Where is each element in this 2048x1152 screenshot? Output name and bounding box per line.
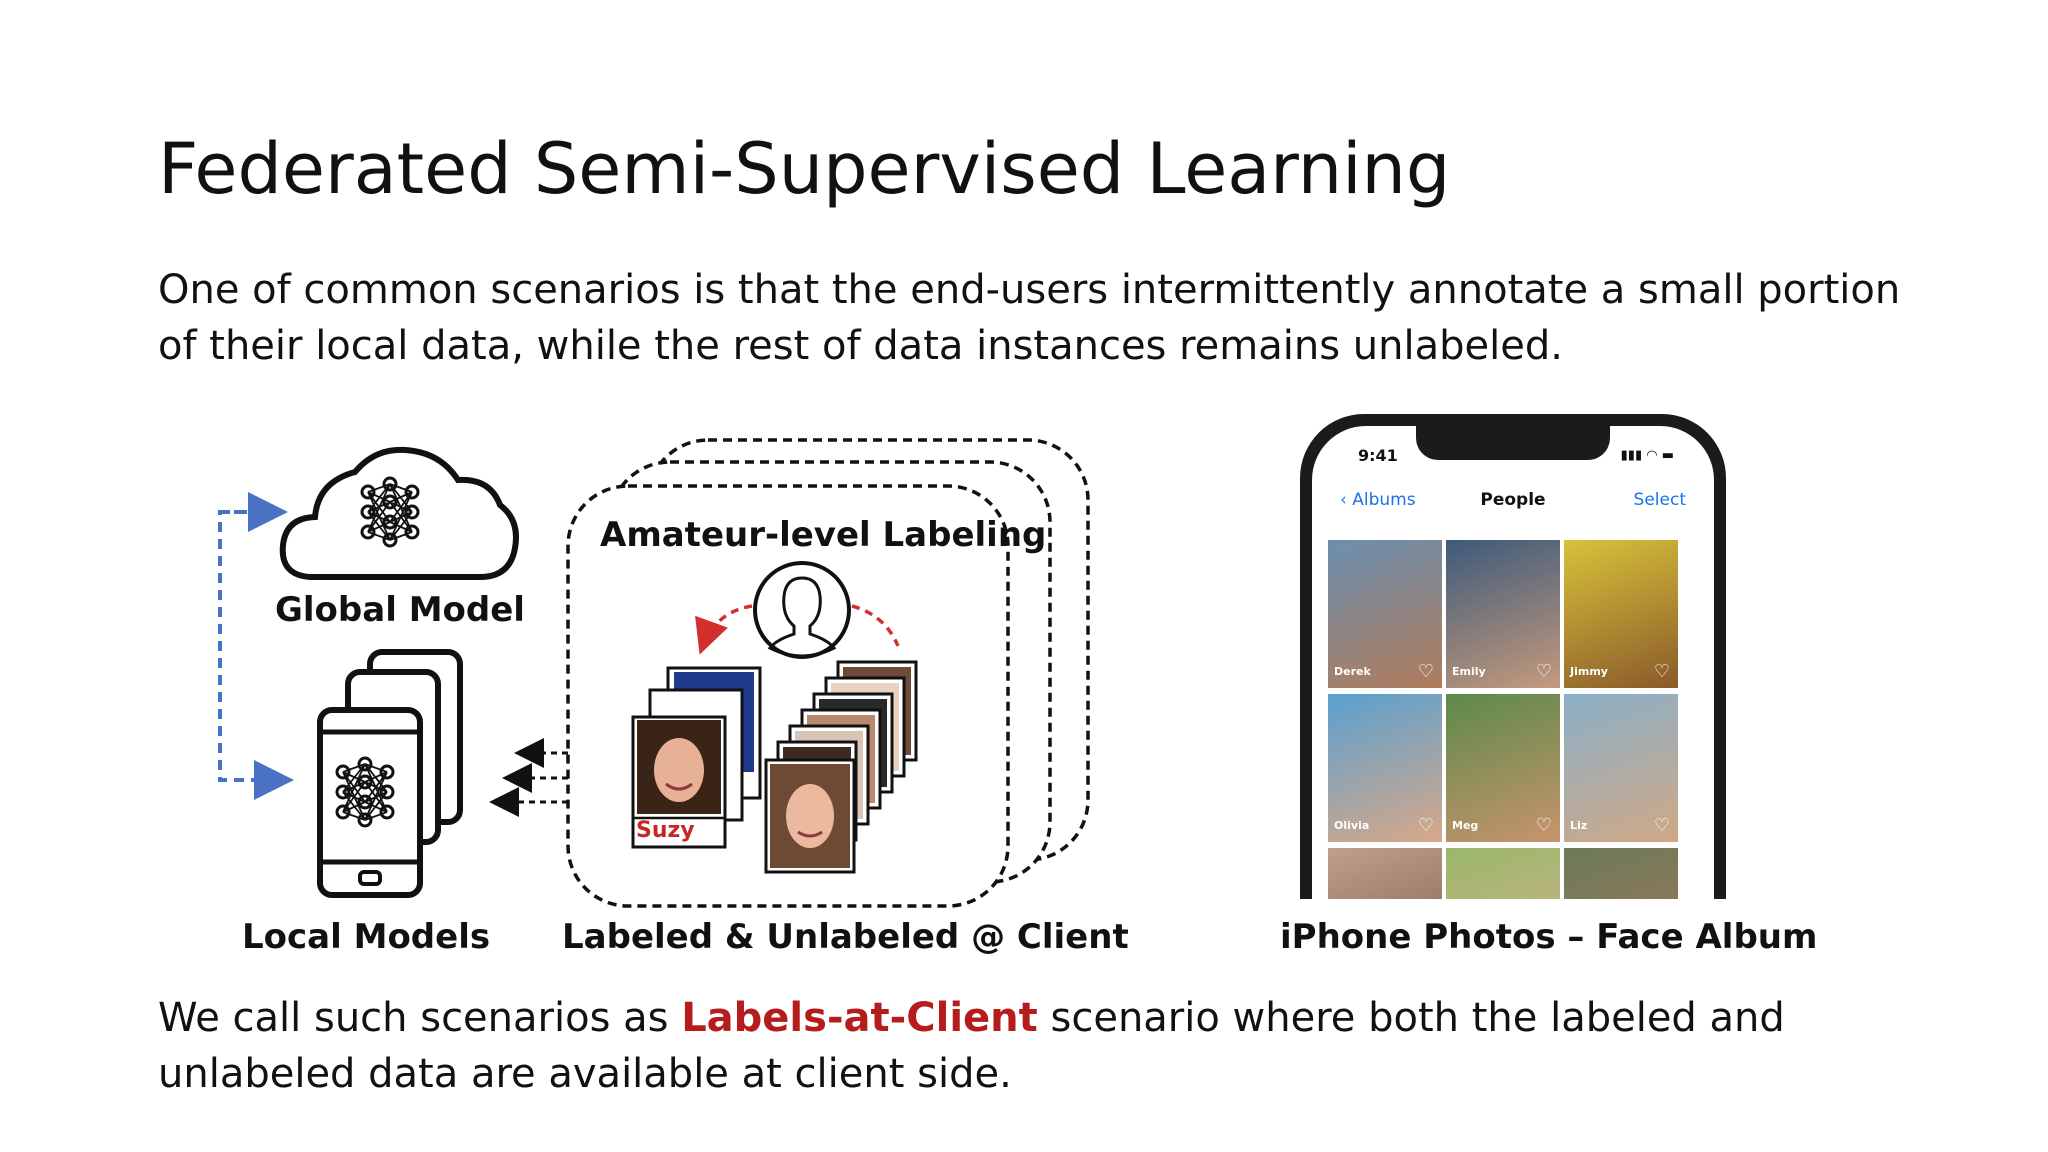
client-caption: Labeled & Unlabeled @ Client — [562, 917, 1129, 957]
person-tile[interactable] — [1328, 848, 1442, 899]
person-tile[interactable]: Olivia ♡ — [1328, 694, 1442, 842]
chevron-left-icon: ‹ — [1340, 490, 1347, 510]
heart-icon[interactable]: ♡ — [1653, 815, 1670, 836]
outro-paragraph: We call such scenarios as Labels-at-Clie… — [158, 990, 1785, 1102]
iphone-caption: iPhone Photos – Face Album — [1280, 917, 1818, 957]
client-box-title: Amateur-level Labeling — [600, 515, 1047, 555]
person-tile[interactable]: Jimmy ♡ — [1564, 540, 1678, 688]
person-tile[interactable]: Liz ♡ — [1564, 694, 1678, 842]
status-icons: ▮▮▮ ◠ ▬ — [1620, 448, 1674, 463]
cloud-icon — [279, 446, 519, 580]
albums-back-button[interactable]: ‹ Albums — [1340, 490, 1416, 510]
unlabeled-face-stack — [764, 660, 918, 874]
global-model-label: Global Model — [275, 590, 525, 630]
person-tile[interactable]: Meg ♡ — [1446, 694, 1560, 842]
intro-line-2: of their local data, while the rest of d… — [158, 323, 1563, 369]
phone-notch — [1416, 426, 1610, 460]
labeled-name-tag: Suzy — [636, 818, 695, 843]
local-models-caption: Local Models — [242, 917, 491, 957]
labels-at-client-highlight: Labels-at-Client — [681, 995, 1038, 1041]
person-tile[interactable]: Emily ♡ — [1446, 540, 1560, 688]
outro-line-2: unlabeled data are available at client s… — [158, 1051, 1012, 1097]
outro-text-after: scenario where both the labeled and — [1037, 995, 1785, 1041]
user-icon — [753, 561, 851, 659]
heart-icon[interactable]: ♡ — [1535, 815, 1552, 836]
phone-screen: 9:41 ▮▮▮ ◠ ▬ ‹ Albums People Select Dere… — [1312, 426, 1714, 899]
person-tile[interactable]: Derek ♡ — [1328, 540, 1442, 688]
slide-title: Federated Semi-Supervised Learning — [158, 128, 1451, 210]
intro-paragraph: One of common scenarios is that the end-… — [158, 262, 1900, 374]
smartphone-icon — [317, 649, 463, 898]
outro-text-before: We call such scenarios as — [158, 995, 682, 1041]
select-button[interactable]: Select — [1633, 490, 1686, 510]
iphone-mockup: 9:41 ▮▮▮ ◠ ▬ ‹ Albums People Select Dere… — [1300, 414, 1726, 899]
intro-line-1: One of common scenarios is that the end-… — [158, 267, 1901, 313]
federated-diagram — [218, 438, 1090, 908]
heart-icon[interactable]: ♡ — [1417, 815, 1434, 836]
labeled-face-stack — [631, 666, 762, 849]
person-tile[interactable] — [1446, 848, 1560, 899]
heart-icon[interactable]: ♡ — [1417, 661, 1434, 682]
status-time: 9:41 — [1358, 446, 1398, 465]
people-title: People — [1480, 490, 1546, 510]
face-photo — [637, 720, 721, 814]
person-tile[interactable] — [1564, 848, 1678, 899]
heart-icon[interactable]: ♡ — [1535, 661, 1552, 682]
heart-icon[interactable]: ♡ — [1653, 661, 1670, 682]
